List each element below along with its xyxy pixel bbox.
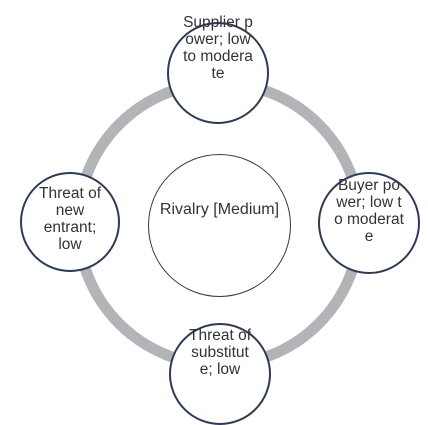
node-supplier-power-label: Supplier power; low to moderate bbox=[183, 14, 253, 82]
node-threat-of-new-entrant: Threat of new entrant; low bbox=[20, 172, 120, 272]
center-node-label: Rivalry [Medium] bbox=[159, 201, 280, 218]
node-supplier-power: Supplier power; low to moderate bbox=[167, 14, 269, 124]
node-threat-of-substitute-label: Threat of substitute; low bbox=[188, 327, 252, 378]
node-threat-of-new-entrant-label: Threat of new entrant; low bbox=[38, 185, 102, 253]
node-buyer-power-label: Buyer power; low to moderate bbox=[334, 177, 404, 245]
center-node-rivalry: Rivalry [Medium] bbox=[148, 154, 291, 297]
node-threat-of-substitute: Threat of substitute; low bbox=[169, 323, 271, 425]
node-buyer-power: Buyer power; low to moderate bbox=[318, 172, 420, 274]
